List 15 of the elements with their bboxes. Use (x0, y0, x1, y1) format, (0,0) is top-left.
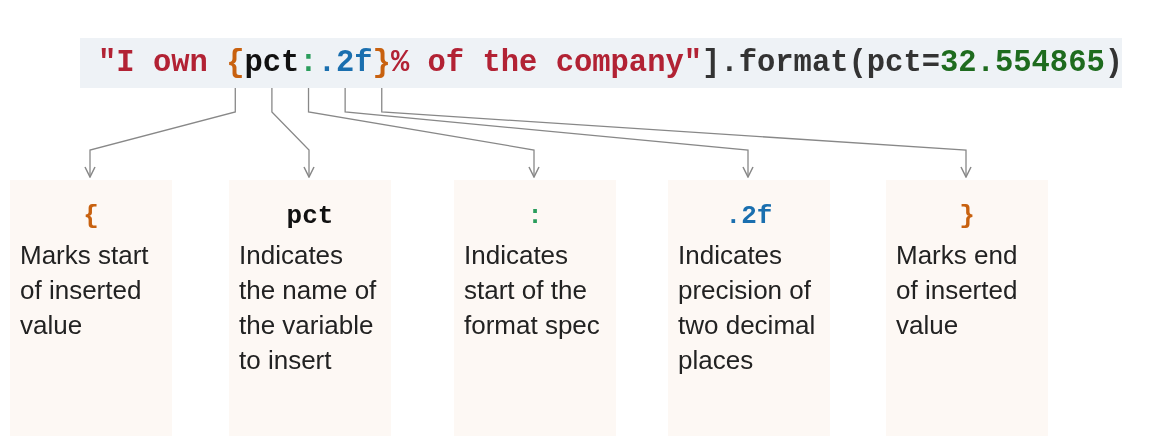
leader-line (381, 87, 972, 178)
code-token: { (83, 200, 99, 233)
leader-line (271, 87, 315, 178)
description-text: Marks start of inserted value (20, 239, 150, 342)
leader-line (307, 87, 540, 178)
leader-line (84, 87, 236, 178)
description-text: Indicates precision of two decimal places (678, 239, 816, 377)
code-token: : (527, 200, 543, 233)
code-token: .2f (725, 200, 773, 233)
description-text: Marks end of inserted value (896, 239, 1019, 342)
description-text: Indicates the name of the variable to insert (239, 239, 377, 377)
code-token: } (959, 200, 975, 233)
leader-line (344, 87, 754, 178)
code-token: pct (286, 200, 334, 233)
description-text: Indicates start of the format spec (464, 239, 601, 342)
